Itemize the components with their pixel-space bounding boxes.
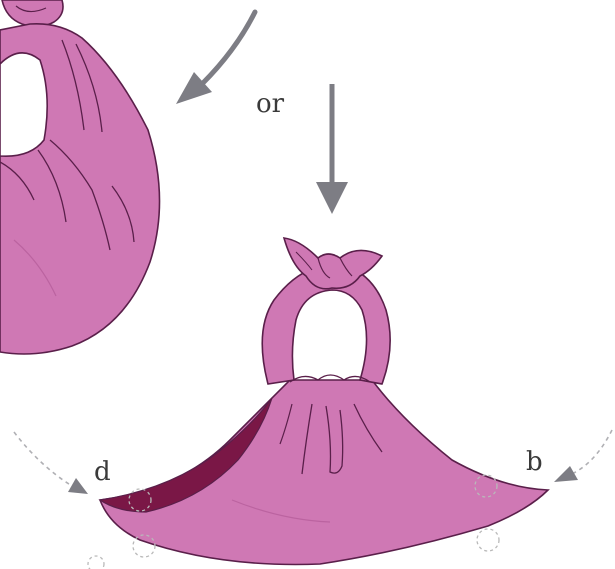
spread-cloth-body xyxy=(100,380,548,565)
arrow-down-left-icon xyxy=(176,12,255,104)
left-bag-body xyxy=(0,24,160,354)
arrow-down-icon xyxy=(316,84,348,214)
bag-variant-left xyxy=(0,0,160,354)
corner-label-b: b xyxy=(526,447,543,477)
curved-arrow-icon xyxy=(554,430,612,482)
or-label: or xyxy=(256,89,285,119)
guide-circle xyxy=(88,556,104,569)
bag-variant-spread xyxy=(100,238,548,565)
left-bag-knot xyxy=(2,0,63,27)
corner-label-d: d xyxy=(94,457,111,487)
guide-circle xyxy=(477,529,499,551)
curved-arrow-icon xyxy=(14,432,88,494)
